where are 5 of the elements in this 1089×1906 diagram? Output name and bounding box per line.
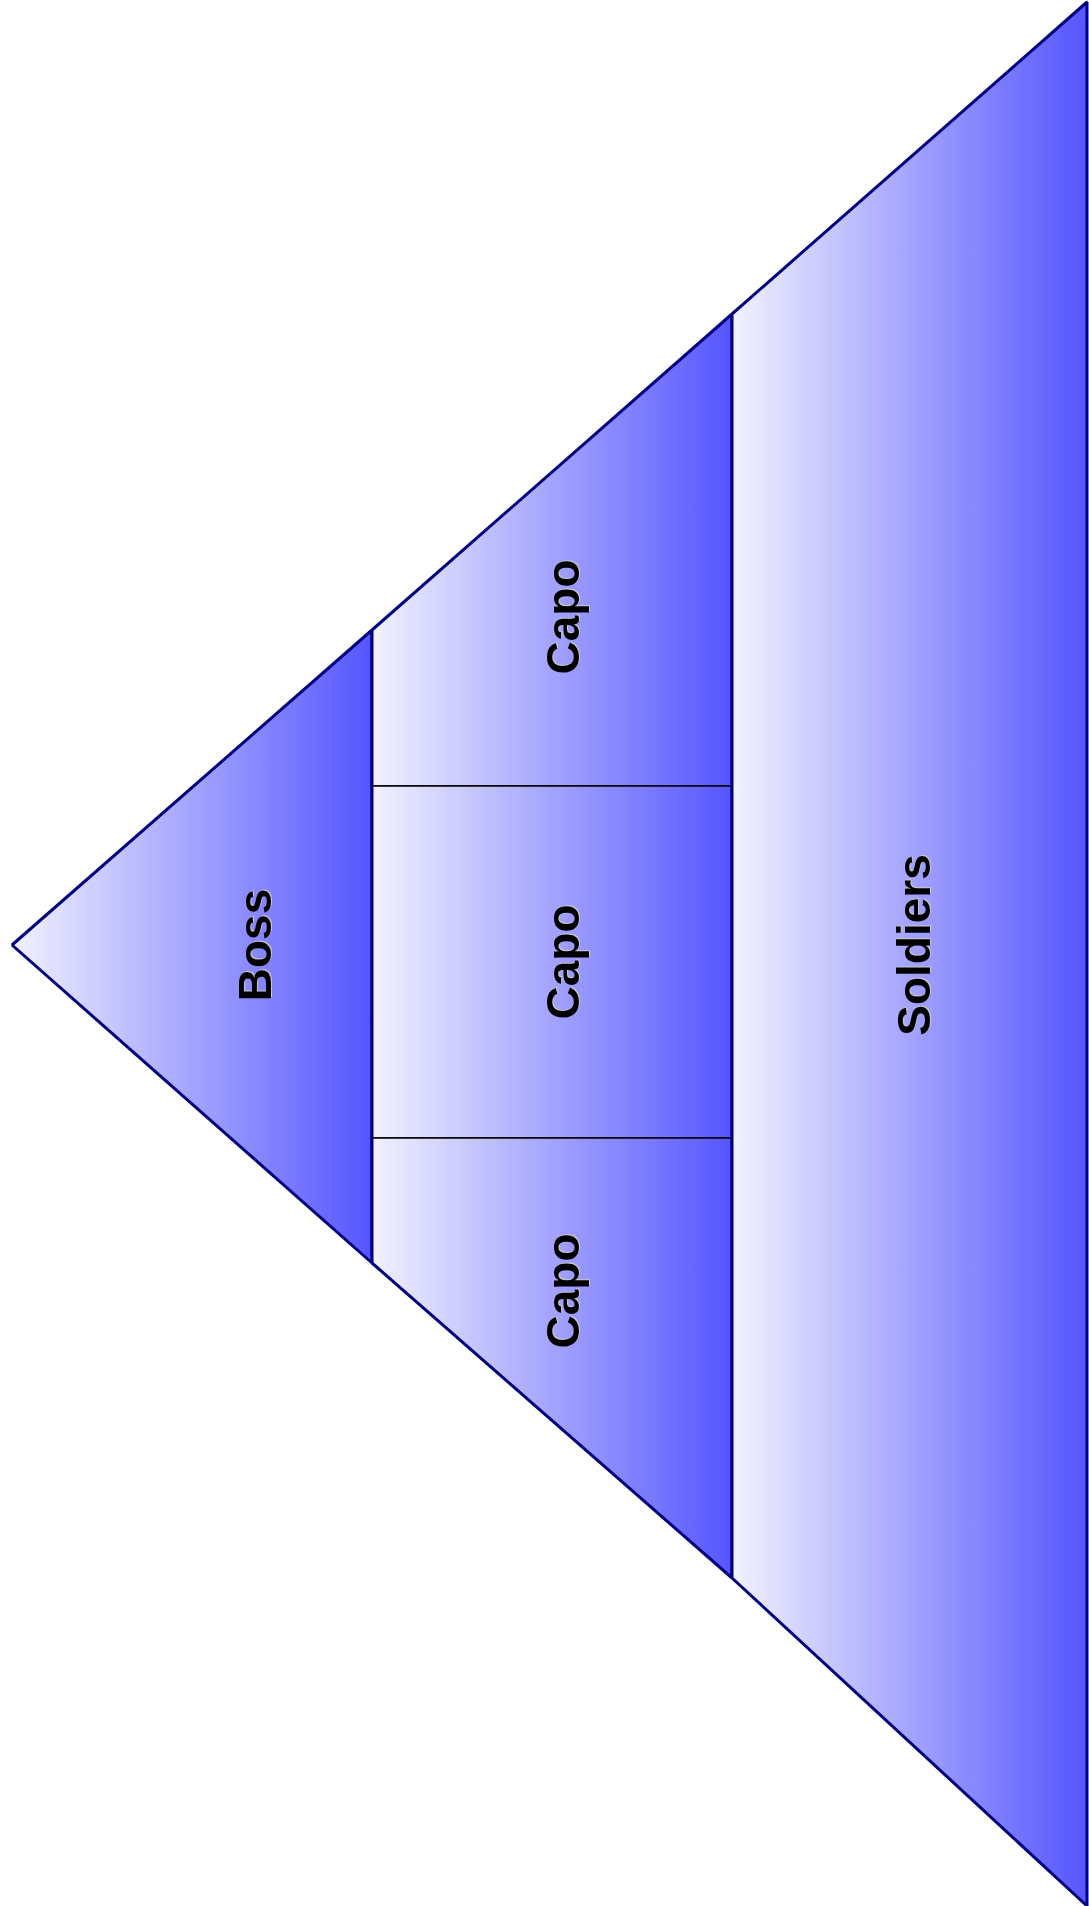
tier-label: Capo [536,559,590,675]
tier-label: Capo [536,1233,590,1349]
tier-label: Boss [228,888,282,1002]
tier-label: Capo [536,904,590,1020]
tier-label: Soldiers [887,854,941,1036]
